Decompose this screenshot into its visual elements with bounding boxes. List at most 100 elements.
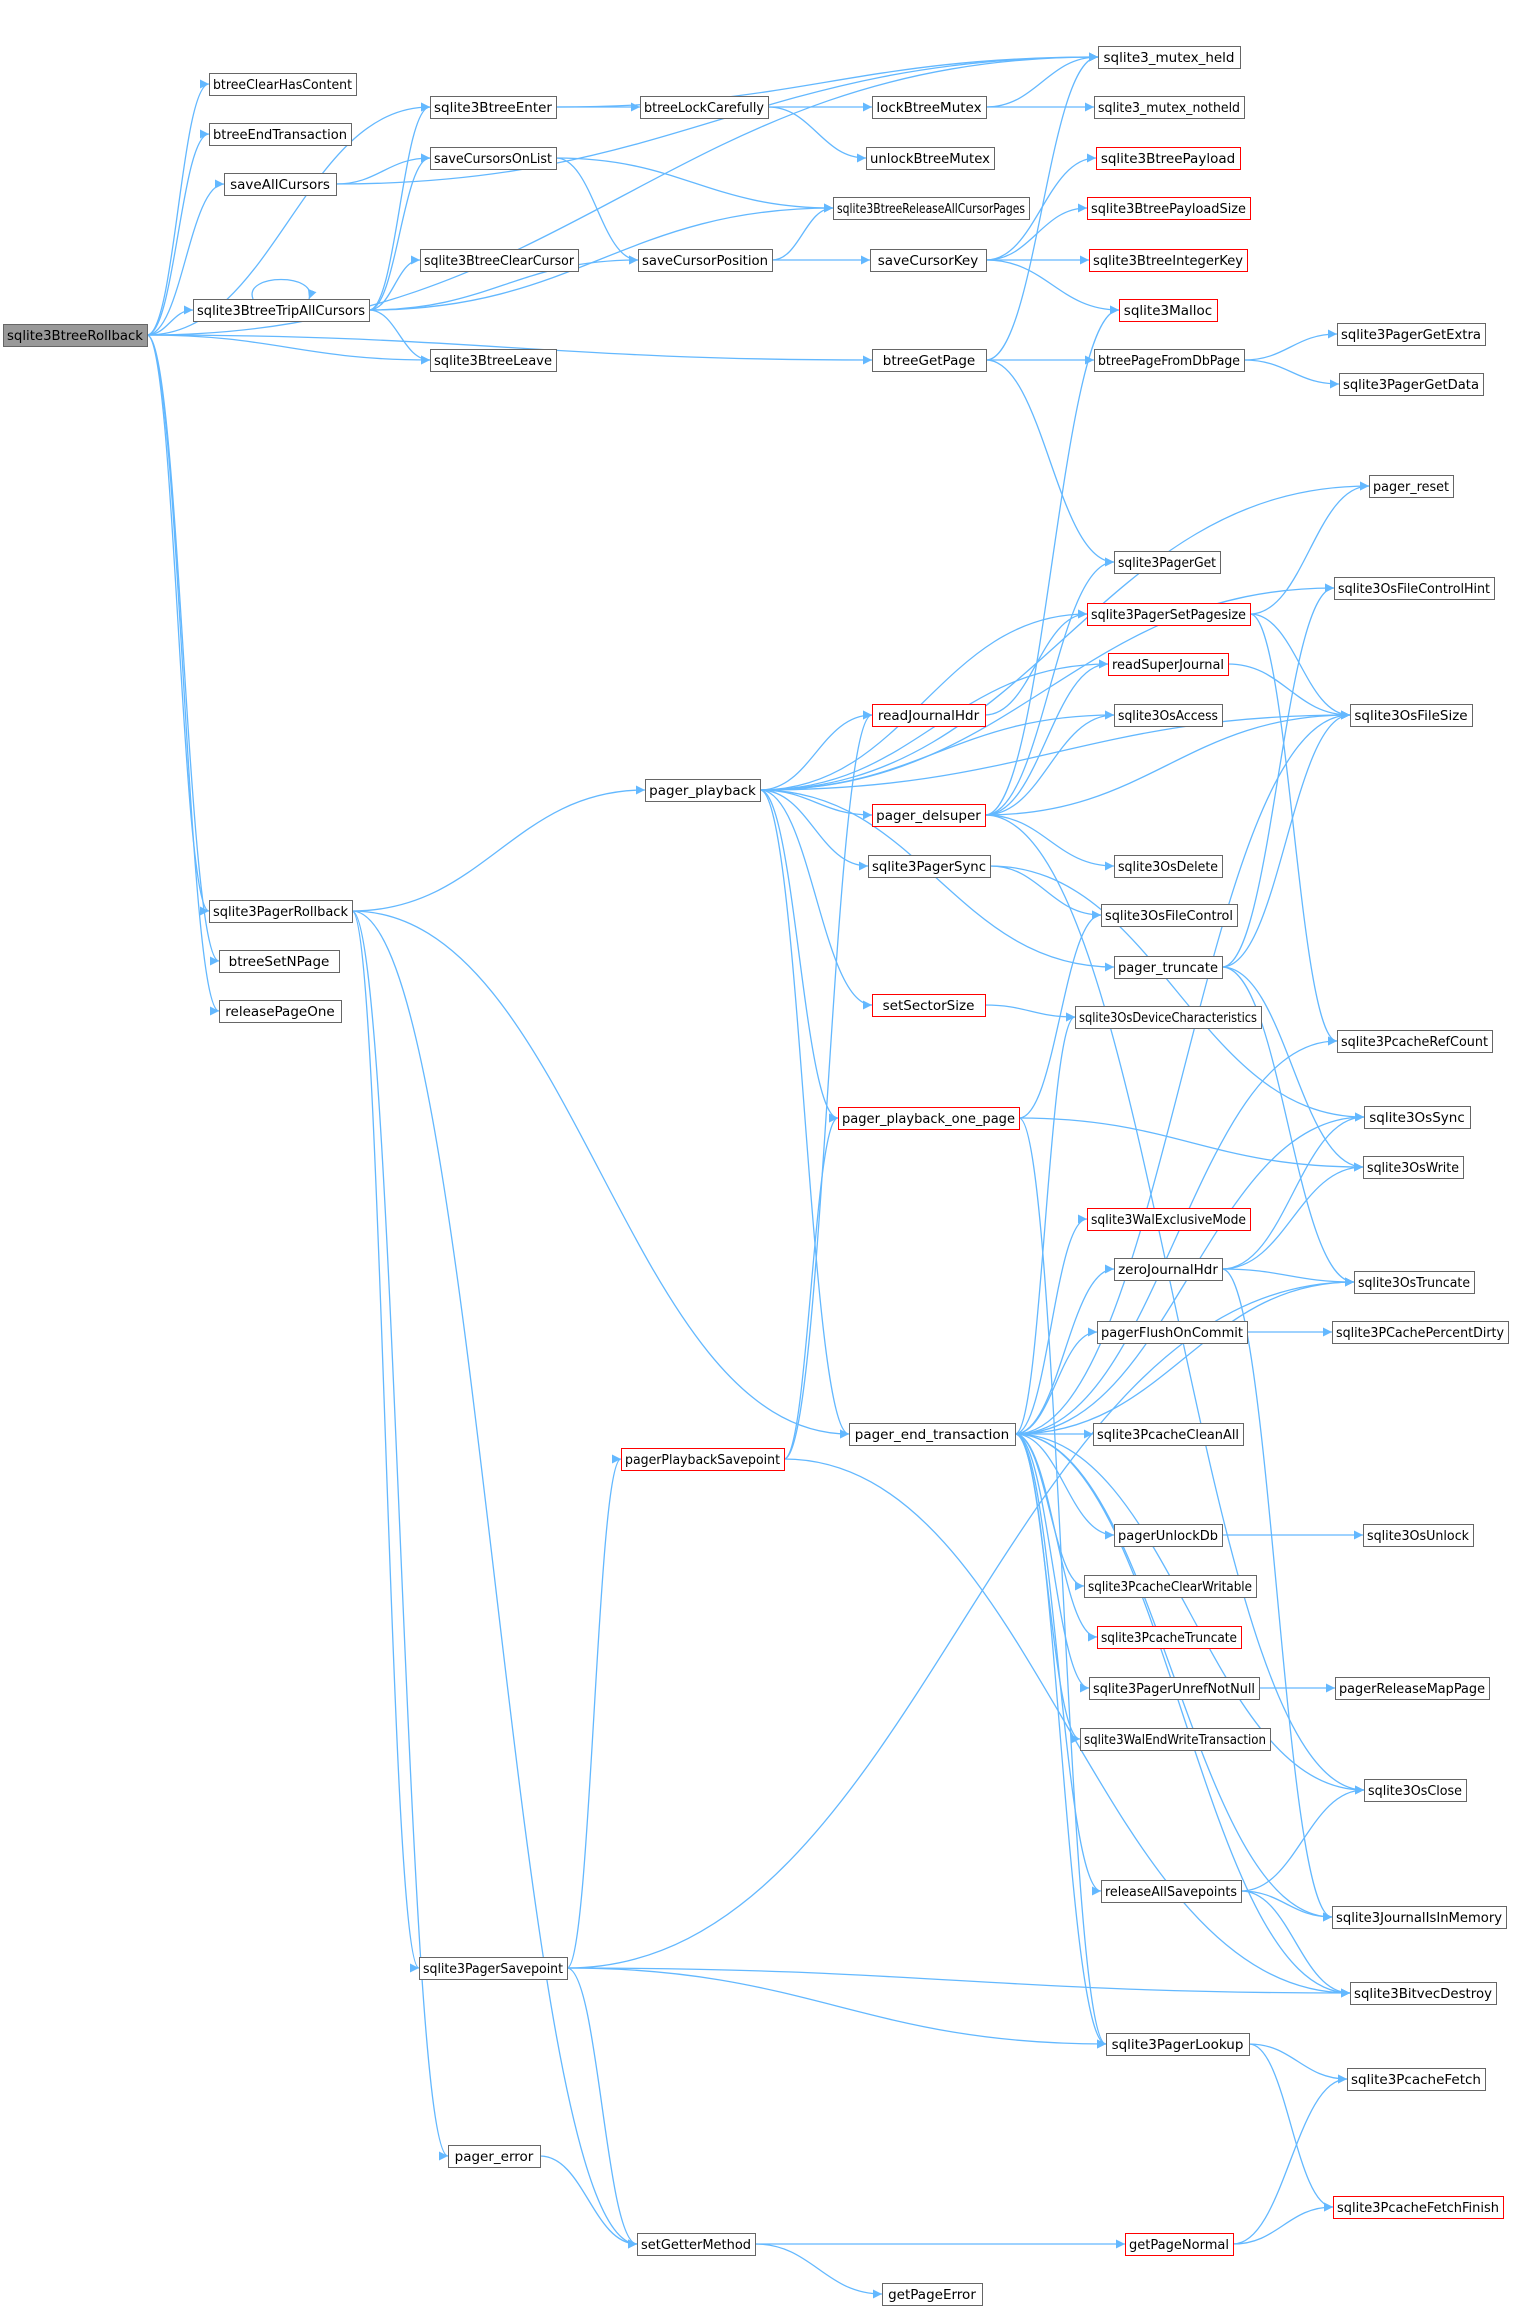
- node-box[interactable]: [872, 804, 986, 827]
- node-box[interactable]: [1096, 147, 1241, 170]
- node-sqlite3-os-access[interactable]: sqlite3OsAccess: [1114, 704, 1223, 727]
- node-box[interactable]: [1114, 956, 1223, 979]
- node-box[interactable]: [872, 349, 987, 372]
- node-box[interactable]: [1089, 1677, 1260, 1700]
- node-box[interactable]: [1334, 577, 1495, 600]
- node-sqlite3-bitvec-destroy[interactable]: sqlite3BitvecDestroy: [1350, 1982, 1497, 2005]
- node-box[interactable]: [1337, 1030, 1493, 1053]
- node-pager-release-map-page[interactable]: pagerReleaseMapPage: [1335, 1677, 1490, 1700]
- node-box[interactable]: [1094, 96, 1245, 119]
- node-box[interactable]: [224, 173, 337, 196]
- node-sqlite3-os-file-size[interactable]: sqlite3OsFileSize: [1350, 704, 1473, 727]
- node-box[interactable]: [882, 2283, 983, 2306]
- node-box[interactable]: [1075, 1006, 1262, 1029]
- node-sqlite3-pager-unref-not-null[interactable]: sqlite3PagerUnrefNotNull: [1089, 1677, 1260, 1700]
- node-pager-playback[interactable]: pager_playback: [645, 779, 761, 802]
- node-box[interactable]: [872, 96, 987, 119]
- node-sqlite3-pcache-percent-dirty[interactable]: sqlite3PCachePercentDirty: [1332, 1321, 1509, 1344]
- node-box[interactable]: [1097, 1321, 1248, 1344]
- node-box[interactable]: [1080, 1728, 1271, 1751]
- node-sqlite3-os-sync[interactable]: sqlite3OsSync: [1364, 1106, 1471, 1129]
- node-set-sector-size[interactable]: setSectorSize: [872, 994, 986, 1017]
- node-sqlite3-btree-enter[interactable]: sqlite3BtreeEnter: [430, 96, 557, 119]
- node-unlock-btree-mutex[interactable]: unlockBtreeMutex: [866, 147, 995, 170]
- node-read-super-journal[interactable]: readSuperJournal: [1108, 653, 1229, 676]
- node-sqlite3-btree-clear-cursor[interactable]: sqlite3BtreeClearCursor: [420, 249, 579, 272]
- node-box[interactable]: [1101, 904, 1238, 927]
- node-box[interactable]: [1097, 1626, 1242, 1649]
- node-box[interactable]: [645, 779, 761, 802]
- node-box[interactable]: [1332, 1906, 1507, 1929]
- node-read-journal-hdr[interactable]: readJournalHdr: [872, 704, 986, 727]
- node-box[interactable]: [448, 2145, 541, 2168]
- node-sqlite3-mutex-notheld[interactable]: sqlite3_mutex_notheld: [1094, 96, 1245, 119]
- node-box[interactable]: [1363, 1156, 1464, 1179]
- node-save-cursor-position[interactable]: saveCursorPosition: [638, 249, 773, 272]
- node-box[interactable]: [638, 249, 773, 272]
- node-box[interactable]: [1119, 299, 1218, 322]
- node-sqlite3-pager-lookup[interactable]: sqlite3PagerLookup: [1106, 2033, 1250, 2056]
- node-box[interactable]: [868, 855, 991, 878]
- node-sqlite3-btree-payload[interactable]: sqlite3BtreePayload: [1096, 147, 1241, 170]
- node-box[interactable]: [1114, 855, 1223, 878]
- node-box[interactable]: [209, 900, 353, 923]
- node-sqlite3-os-write[interactable]: sqlite3OsWrite: [1363, 1156, 1464, 1179]
- node-sqlite3-pager-savepoint[interactable]: sqlite3PagerSavepoint: [419, 1957, 568, 1980]
- node-sqlite3-pcache-fetch[interactable]: sqlite3PcacheFetch: [1347, 2068, 1486, 2091]
- node-box[interactable]: [1101, 1880, 1242, 1903]
- node-get-page-error[interactable]: getPageError: [882, 2283, 983, 2306]
- node-box[interactable]: [1089, 249, 1248, 272]
- node-box[interactable]: [621, 1448, 785, 1471]
- node-btree-page-from-db-page[interactable]: btreePageFromDbPage: [1094, 349, 1245, 372]
- node-box[interactable]: [870, 249, 987, 272]
- node-sqlite3-pcache-ref-count[interactable]: sqlite3PcacheRefCount: [1337, 1030, 1493, 1053]
- node-box[interactable]: [1363, 1524, 1474, 1547]
- node-sqlite3-pager-get-extra[interactable]: sqlite3PagerGetExtra: [1337, 323, 1486, 346]
- node-sqlite3-btree-integer-key[interactable]: sqlite3BtreeIntegerKey: [1089, 249, 1248, 272]
- node-box[interactable]: [1098, 46, 1241, 69]
- node-pager-error[interactable]: pager_error: [448, 2145, 541, 2168]
- node-box[interactable]: [209, 123, 352, 146]
- node-sqlite3-mutex-held[interactable]: sqlite3_mutex_held: [1098, 46, 1241, 69]
- node-pager-playback-savepoint[interactable]: pagerPlaybackSavepoint: [621, 1448, 785, 1471]
- node-box[interactable]: [1108, 653, 1229, 676]
- node-btree-set-npage[interactable]: btreeSetNPage: [219, 950, 340, 973]
- node-box[interactable]: [872, 994, 986, 1017]
- node-pager-unlock-db[interactable]: pagerUnlockDb: [1114, 1524, 1223, 1547]
- node-sqlite3-pager-get[interactable]: sqlite3PagerGet: [1114, 551, 1221, 574]
- node-box[interactable]: [430, 96, 557, 119]
- node-box[interactable]: [833, 197, 1030, 220]
- node-box[interactable]: [1114, 704, 1223, 727]
- node-sqlite3-btree-payload-size[interactable]: sqlite3BtreePayloadSize: [1087, 197, 1251, 220]
- node-btree-clear-has-content[interactable]: btreeClearHasContent: [209, 73, 357, 96]
- node-save-all-cursors[interactable]: saveAllCursors: [224, 173, 337, 196]
- node-box[interactable]: [1087, 1208, 1251, 1231]
- node-pager-reset[interactable]: pager_reset: [1369, 475, 1454, 498]
- node-sqlite3-pager-set-pagesize[interactable]: sqlite3PagerSetPagesize: [1087, 603, 1251, 626]
- node-box[interactable]: [1347, 2068, 1486, 2091]
- node-box[interactable]: [430, 147, 557, 170]
- node-sqlite3-pager-sync[interactable]: sqlite3PagerSync: [868, 855, 991, 878]
- node-box[interactable]: [1093, 1423, 1244, 1446]
- node-sqlite3-wal-exclusive-mode[interactable]: sqlite3WalExclusiveMode: [1087, 1208, 1251, 1231]
- node-box[interactable]: [1335, 1677, 1490, 1700]
- node-box[interactable]: [1087, 197, 1251, 220]
- node-sqlite3-btree-release-all-cursor-pages[interactable]: sqlite3BtreeReleaseAllCursorPages: [833, 197, 1030, 220]
- node-box[interactable]: [1114, 1258, 1223, 1281]
- node-box[interactable]: [1094, 349, 1245, 372]
- node-box[interactable]: [1369, 475, 1454, 498]
- node-sqlite3-wal-end-write-transaction[interactable]: sqlite3WalEndWriteTransaction: [1080, 1728, 1271, 1751]
- node-get-page-normal[interactable]: getPageNormal: [1125, 2233, 1234, 2256]
- node-sqlite3-btree-trip-all-cursors[interactable]: sqlite3BtreeTripAllCursors: [193, 299, 370, 322]
- node-box[interactable]: [193, 299, 370, 322]
- node-set-getter-method[interactable]: setGetterMethod: [637, 2233, 756, 2256]
- node-box[interactable]: [1350, 704, 1473, 727]
- node-box[interactable]: [1106, 2033, 1250, 2056]
- node-sqlite3-journal-is-in-memory[interactable]: sqlite3JournalIsInMemory: [1332, 1906, 1507, 1929]
- node-box[interactable]: [1339, 373, 1484, 396]
- node-box[interactable]: [1084, 1575, 1257, 1598]
- node-box[interactable]: [1354, 1271, 1475, 1294]
- node-sqlite3-pager-rollback[interactable]: sqlite3PagerRollback: [209, 900, 353, 923]
- node-btree-lock-carefully[interactable]: btreeLockCarefully: [640, 96, 769, 119]
- node-zero-journal-hdr[interactable]: zeroJournalHdr: [1114, 1258, 1223, 1281]
